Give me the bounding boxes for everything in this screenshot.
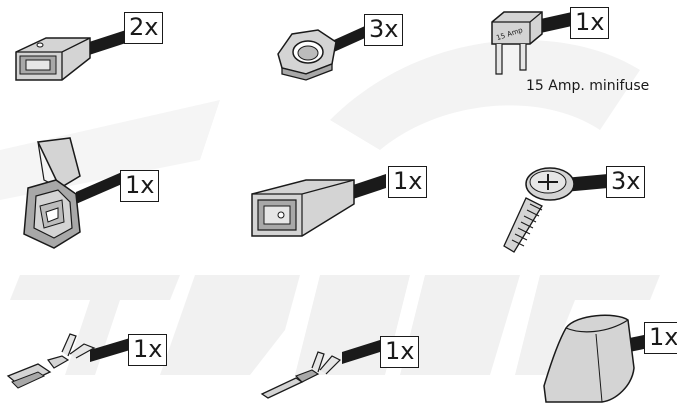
item-male-crimp-terminal: 1x	[258, 330, 438, 410]
male-crimp-terminal-icon	[260, 340, 380, 399]
item-female-spade-terminal: 1x	[4, 326, 184, 410]
quantity-label: 1x	[388, 166, 428, 198]
quantity-label: 3x	[364, 14, 404, 46]
quantity-label: 1x	[380, 336, 420, 368]
quantity-label: 1x	[120, 170, 160, 202]
item-insulating-boot: 1x	[536, 306, 677, 410]
quantity-label: 1x	[644, 322, 677, 354]
quantity-label: 1x	[128, 334, 168, 366]
connector-housing-icon	[251, 174, 386, 237]
minifuse-icon: 15 Amp	[491, 11, 572, 75]
quantity-label: 1x	[570, 7, 610, 39]
item-phillips-screw: 3x	[500, 160, 676, 260]
hex-nut-icon	[277, 26, 365, 81]
item-connector-housing: 1x	[246, 160, 436, 250]
item-minifuse: 15 Amp 1x	[480, 4, 660, 82]
female-flag-connector-icon	[15, 30, 126, 81]
quantity-label: 3x	[606, 166, 646, 198]
phillips-screw-icon	[503, 167, 608, 253]
tap-splice-connector-icon	[23, 137, 122, 249]
item-tap-splice-connector: 1x	[10, 136, 180, 260]
minifuse-caption: 15 Amp. minifuse	[526, 78, 650, 94]
female-spade-terminal-icon	[6, 333, 130, 389]
item-female-flag-connector: 2x	[6, 8, 176, 92]
item-hex-nut: 3x	[270, 8, 430, 92]
quantity-label: 2x	[124, 12, 164, 44]
